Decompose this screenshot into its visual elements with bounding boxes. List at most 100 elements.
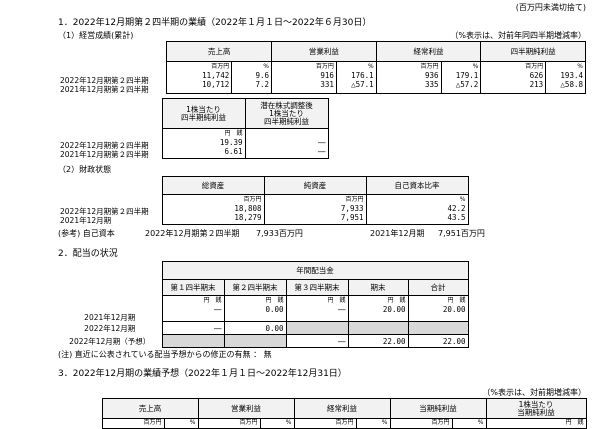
unit-label: 円 銭 bbox=[165, 130, 243, 139]
div-cell: ― bbox=[338, 305, 346, 314]
unit-label: % bbox=[259, 418, 295, 429]
results-cell: 335 bbox=[425, 80, 439, 89]
section3-note: （%表示は、対前期増減率） bbox=[482, 388, 586, 397]
unit-label: 百万円 bbox=[389, 418, 453, 429]
fin-row-label: 2021年12月期 bbox=[60, 215, 112, 225]
fin-cell: 42.2 bbox=[447, 204, 466, 213]
div-cell-empty bbox=[407, 321, 469, 335]
unit-note: (百万円未満切捨て) bbox=[515, 3, 586, 12]
unit-label: 百万円 bbox=[211, 63, 230, 70]
unit-sen: 銭 bbox=[577, 419, 584, 427]
unit-label: % bbox=[451, 418, 487, 429]
results-cell: 176.1 bbox=[351, 71, 374, 80]
results-cell: 7.2 bbox=[255, 80, 269, 89]
unit-label: 円 銭 bbox=[289, 297, 346, 306]
unit-yen: 円 bbox=[327, 297, 334, 304]
unit-label: 百万円 bbox=[420, 63, 439, 70]
unit-sen: 銭 bbox=[399, 297, 406, 304]
sub1-note: （%表示は、対前年同四半期増減率） bbox=[450, 31, 586, 40]
results-row-label: 2022年12月期第２四半期 bbox=[60, 75, 149, 85]
unit-yen: 円 bbox=[203, 297, 210, 304]
div-row-label: 2022年12月期（予想） bbox=[69, 336, 151, 346]
reference-value2: 7,951百万円 bbox=[438, 229, 485, 238]
eps-table: 1株当たり 四半期純利益 潜在株式調整後 1株当たり 四半期純利益 2022年1… bbox=[58, 98, 329, 159]
div-cell: ― bbox=[161, 321, 225, 335]
section3-title: 3．2022年12月期の業績予想（2022年１月１日～2022年12月31日） bbox=[58, 369, 347, 379]
div-header-q3: 第３四半期末 bbox=[285, 279, 349, 296]
unit-label: % bbox=[355, 418, 391, 429]
div-cell: 0.00 bbox=[223, 321, 287, 335]
div-cell: 20.00 bbox=[382, 305, 406, 314]
unit-label: 円 銭 bbox=[165, 297, 222, 306]
results-cell: 9.6 bbox=[255, 71, 269, 80]
unit-yen: 円 bbox=[447, 297, 454, 304]
section1-title: 1．2022年12月期第２四半期の業績（2022年１月１日～2022年６月30日… bbox=[58, 18, 372, 28]
unit-label: % bbox=[263, 63, 269, 70]
results-cell: △58.8 bbox=[560, 80, 583, 89]
results-cell: 11,742 bbox=[202, 71, 230, 80]
unit-sen: 銭 bbox=[339, 297, 346, 304]
unit-sen: 銭 bbox=[459, 297, 466, 304]
unit-label: 百万円 bbox=[243, 196, 262, 203]
unit-sen: 銭 bbox=[236, 130, 243, 137]
unit-label: 百万円 bbox=[101, 418, 165, 429]
eps-header-basic: 1株当たり 四半期純利益 bbox=[161, 98, 246, 129]
section2-title: 2．配当の状況 bbox=[58, 249, 118, 259]
eps-row-label: 2021年12月期第２四半期 bbox=[60, 149, 149, 159]
div-header-total: 合計 bbox=[407, 279, 469, 296]
div-cell: ― bbox=[214, 305, 222, 314]
results-cell: △57.2 bbox=[455, 80, 479, 89]
results-header-operating: 営業利益 bbox=[271, 41, 377, 62]
eps-row-label: 2022年12月期第２四半期 bbox=[60, 140, 149, 150]
unit-label: % bbox=[163, 418, 199, 429]
unit-sen: 銭 bbox=[215, 297, 222, 304]
div-cell-empty bbox=[347, 321, 409, 335]
results-header-sales: 売上高 bbox=[166, 41, 272, 62]
eps-cell: 19.39 bbox=[219, 138, 243, 147]
unit-label: 円 銭 bbox=[351, 297, 406, 306]
results-cell: △57.1 bbox=[351, 80, 374, 89]
div-cell: 22.00 bbox=[407, 334, 469, 348]
unit-yen: 円 bbox=[387, 297, 394, 304]
div-header-q2: 第２四半期末 bbox=[223, 279, 287, 296]
unit-label: % bbox=[367, 63, 374, 70]
unit-label: % bbox=[577, 63, 583, 70]
dividend-group-header: 年間配当金 bbox=[161, 261, 469, 280]
unit-label: 百万円 bbox=[345, 196, 364, 203]
results-cell: 193.4 bbox=[560, 71, 583, 80]
results-cell: 213 bbox=[529, 80, 544, 89]
unit-label: 百万円 bbox=[315, 63, 334, 70]
div-row-label: 2022年12月期 bbox=[84, 323, 136, 333]
unit-label: 円 銭 bbox=[485, 418, 587, 429]
unit-label: 円 銭 bbox=[227, 297, 283, 306]
div-cell: 20.00 bbox=[442, 305, 466, 314]
div-cell: ― bbox=[285, 334, 349, 348]
results-cell: 10,712 bbox=[202, 80, 230, 89]
div-cell-empty bbox=[285, 321, 349, 335]
reference-item1: 2022年12月期第２四半期 bbox=[145, 229, 240, 238]
unit-yen: 円 bbox=[565, 419, 572, 427]
results-cell: 936 bbox=[425, 71, 439, 80]
unit-label: % bbox=[472, 63, 479, 70]
fin-cell: 18,808 bbox=[234, 204, 262, 213]
financial-table: 総資産 純資産 自己資本比率 2022年12月期第２四半期 2021年12月期 … bbox=[58, 176, 469, 225]
div-cell-empty bbox=[161, 334, 225, 348]
results-table: 売上高 営業利益 経常利益 四半期純利益 2022年12月期第２四半期 2021… bbox=[58, 41, 586, 94]
unit-label: 百万円 bbox=[197, 418, 261, 429]
unit-label: 円 銭 bbox=[411, 297, 466, 306]
fin-header-netassets: 純資産 bbox=[263, 176, 367, 195]
results-cell: 331 bbox=[320, 80, 334, 89]
fc-header-net: 当期純利益 bbox=[389, 398, 487, 419]
fin-cell: 43.5 bbox=[447, 213, 466, 222]
dividend-table: 年間配当金 第１四半期末 第２四半期末 第３四半期末 期末 合計 2021年12… bbox=[58, 261, 469, 348]
reference-item2: 2021年12月期 bbox=[370, 229, 425, 238]
results-cell: 179.1 bbox=[455, 71, 479, 80]
eps-cell: 6.61 bbox=[224, 147, 243, 156]
eps-diluted-cell: ― bbox=[318, 138, 326, 147]
unit-label: 百万円 bbox=[293, 418, 357, 429]
fin-cell: 18,279 bbox=[234, 213, 262, 222]
fc-header-eps: 1株当たり 当期純利益 bbox=[485, 398, 587, 419]
sub1-title: （1）経営成績(累計) bbox=[58, 31, 134, 40]
results-row-label: 2021年12月期第２四半期 bbox=[60, 84, 149, 94]
unit-yen: 円 bbox=[265, 297, 272, 304]
